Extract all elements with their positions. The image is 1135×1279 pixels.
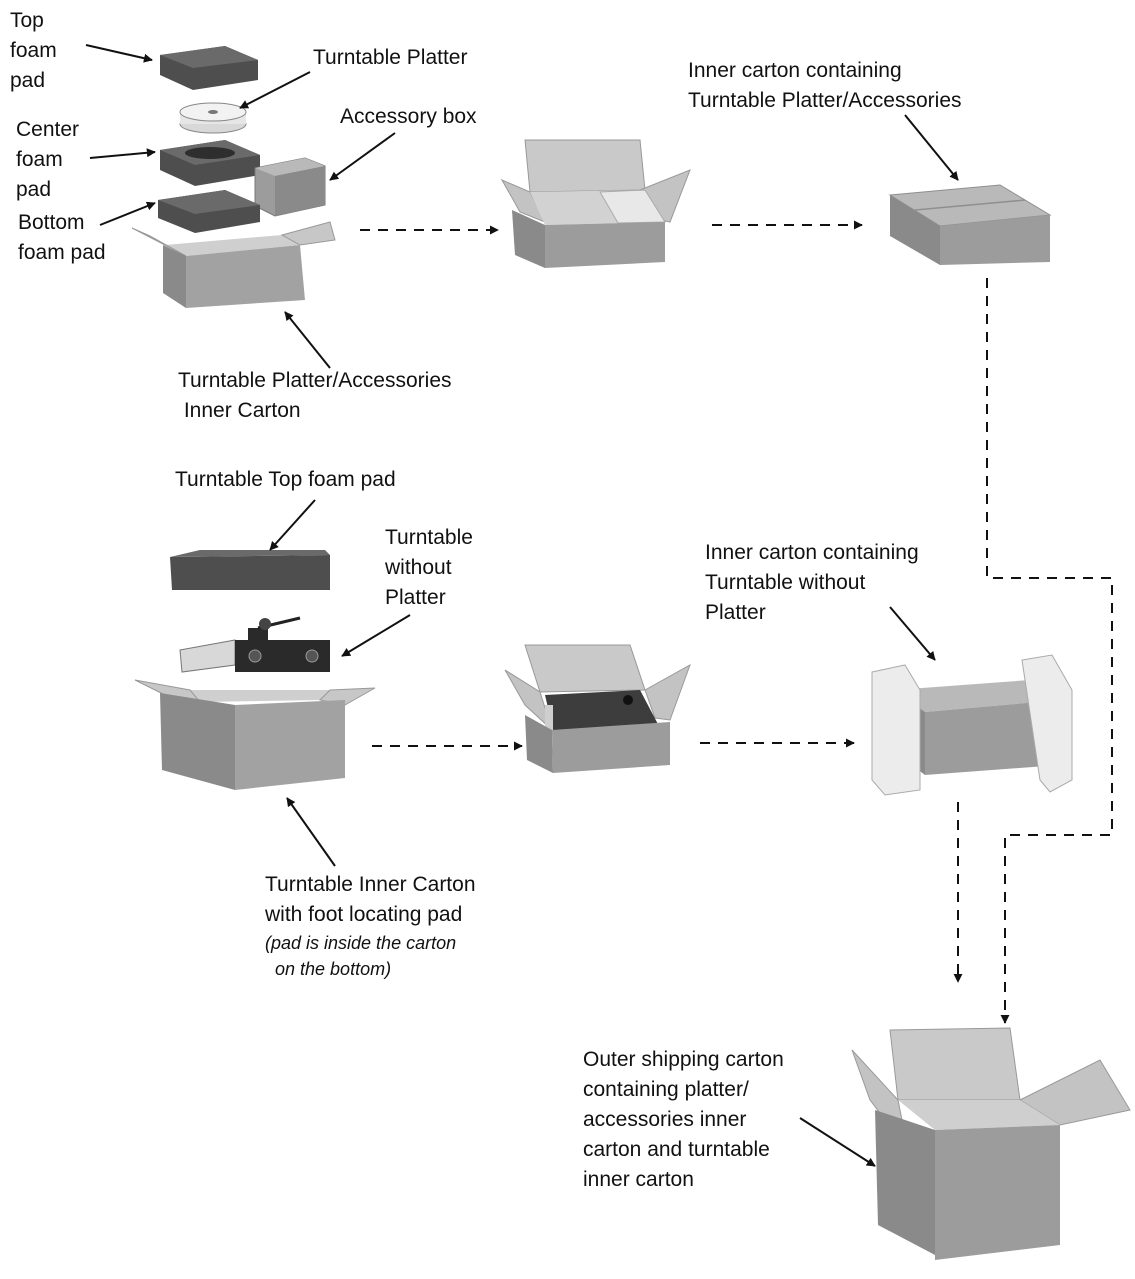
turntable-top-foam-pad-shape — [170, 550, 330, 590]
turntable-platter-shape — [179, 102, 247, 134]
wrapped-carton-turntable-shape — [871, 654, 1073, 796]
arrow-center-foam-pad — [89, 148, 156, 159]
open-carton-platter-shape — [500, 139, 691, 268]
label-line: foam pad — [18, 241, 106, 264]
turntable-shape — [179, 616, 330, 673]
closed-carton-platter-shape — [888, 184, 1052, 265]
label-line: on the bottom) — [265, 959, 392, 979]
label-inner-carton-turntable: Inner carton containing Turntable withou… — [705, 538, 919, 628]
label-center-foam-pad: Center foam pad — [16, 115, 79, 205]
arrow-platter-inner-carton — [284, 311, 331, 369]
arrow-top-foam-pad — [85, 44, 153, 63]
label-line: Outer shipping carton — [583, 1048, 784, 1071]
arrow-outer-carton — [799, 1117, 876, 1167]
label-line: carton and turntable — [583, 1138, 770, 1161]
label-inner-carton-platter: Inner carton containing Turntable Platte… — [688, 56, 962, 116]
bottom-foam-pad-shape — [158, 190, 260, 233]
arrow-bottom-foam-pad — [99, 201, 156, 226]
label-line: inner carton — [583, 1168, 694, 1191]
label-line: Bottom — [18, 211, 85, 234]
label-turntable-platter: Turntable Platter — [313, 46, 468, 69]
label-line: Inner carton containing — [688, 59, 902, 82]
flow-arrows — [360, 220, 1113, 1024]
label-line: Platter — [705, 601, 766, 624]
accessory-box-shape — [254, 157, 326, 217]
label-line: without — [385, 556, 452, 579]
flow-path-platter-to-outer — [986, 278, 1113, 1024]
pointer-arrows — [85, 44, 959, 1167]
outer-shipping-carton-shape — [851, 1027, 1131, 1260]
label-platter-inner-carton: Turntable Platter/Accessories Inner Cart… — [178, 366, 452, 426]
arrow-turntable-without-platter — [341, 614, 411, 657]
arrow-turntable-top-foam-pad — [269, 499, 316, 551]
label-accessory-box: Accessory box — [340, 105, 477, 128]
label-line: pad — [16, 178, 52, 201]
arrow-turntable-inner-carton — [286, 797, 336, 867]
label-line: foam — [16, 148, 63, 171]
label-line: Turntable — [385, 526, 473, 549]
label-line: Turntable Platter/Accessories — [688, 89, 962, 112]
arrow-accessory-box — [329, 132, 396, 181]
label-line: Inner carton containing — [705, 541, 919, 564]
label-line: Inner Carton — [178, 399, 301, 422]
platter-inner-carton-shape — [131, 221, 336, 308]
label-turntable-inner-carton: Turntable Inner Carton with foot locatin… — [265, 870, 476, 930]
label-line: with foot locating pad — [265, 903, 463, 926]
label-outer-carton: Outer shipping carton containing platter… — [583, 1045, 784, 1195]
label-line: (pad is inside the carton — [265, 933, 457, 953]
label-line: containing platter/ — [583, 1078, 749, 1101]
label-top-foam-pad: Top foam pad — [10, 6, 57, 96]
label-line: Platter — [385, 586, 446, 609]
label-pad-note: (pad is inside the carton on the bottom) — [265, 930, 456, 982]
label-line: foam — [10, 39, 57, 62]
label-line: Top — [10, 9, 44, 32]
open-carton-turntable-shape — [504, 644, 691, 773]
arrow-turntable-platter — [239, 71, 311, 109]
label-line: Turntable without — [705, 571, 866, 594]
center-foam-pad-shape — [160, 140, 260, 186]
top-foam-pad-shape — [160, 46, 258, 90]
label-line: pad — [10, 69, 46, 92]
label-turntable-without-platter: Turntable without Platter — [385, 523, 473, 613]
label-line: Center — [16, 118, 80, 141]
label-line: accessories inner — [583, 1108, 747, 1131]
label-line: Turntable Platter/Accessories — [178, 369, 452, 392]
arrow-inner-carton-platter — [904, 114, 959, 181]
label-line: Turntable Inner Carton — [265, 873, 476, 896]
arrow-inner-carton-turntable — [889, 606, 936, 661]
label-turntable-top-foam-pad: Turntable Top foam pad — [175, 468, 396, 491]
turntable-inner-carton-shape — [134, 679, 376, 790]
label-bottom-foam-pad: Bottom foam pad — [18, 208, 106, 268]
